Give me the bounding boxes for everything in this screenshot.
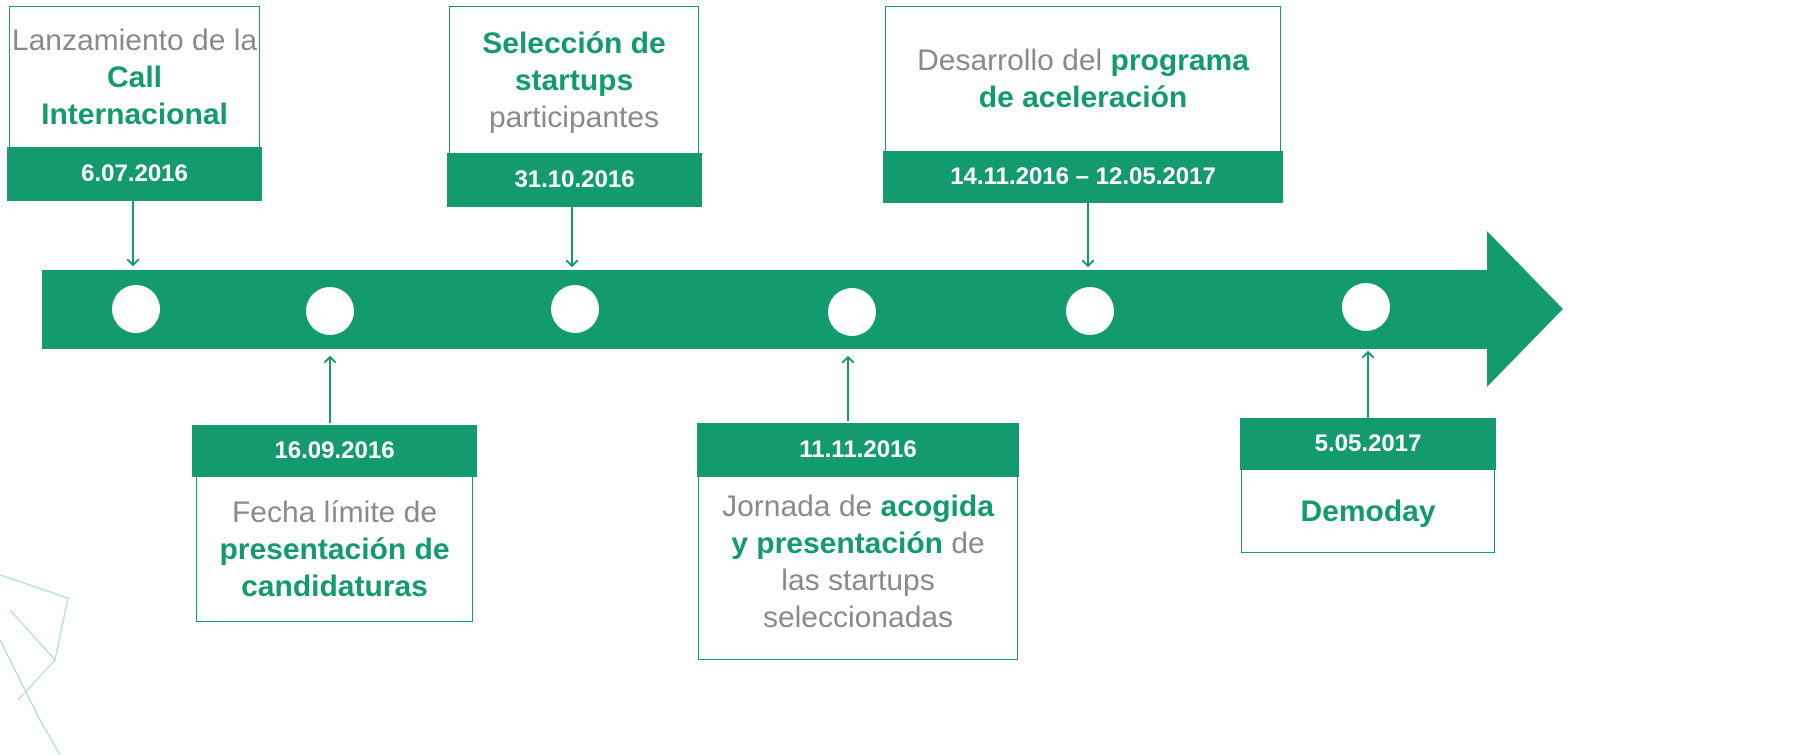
event-highlight-text: Selección de startups (482, 26, 666, 97)
event-description: Desarrollo del programa de aceleración (903, 42, 1263, 116)
event-description: Selección de startups participantes (469, 25, 679, 136)
event-text: Jornada de (722, 490, 881, 523)
event-description-box: Demoday (1241, 469, 1495, 553)
event-text: de las startups seleccionadas (762, 527, 985, 634)
timeline-arrow (42, 231, 1563, 387)
event-highlight-text: programa de aceleración (978, 44, 1249, 114)
event-text: Lanzamiento de la (11, 23, 258, 57)
milestone-dot (828, 288, 876, 336)
event-date-label: 5.05.2017 (1240, 418, 1496, 470)
milestone-dot (551, 285, 599, 333)
milestone-dot (112, 285, 160, 333)
event-description-box: Desarrollo del programa de aceleración (885, 6, 1281, 152)
event-date-label: 31.10.2016 (447, 153, 702, 207)
event-text: Desarrollo del (917, 44, 1111, 77)
milestone-dot (1066, 287, 1114, 335)
event-date-label: 14.11.2016 – 12.05.2017 (883, 151, 1283, 203)
event-description: Jornada de acogida y presentación de las… (716, 488, 1001, 636)
event-date-label: 11.11.2016 (697, 423, 1019, 477)
event-highlight-text: Call Internacional (41, 60, 228, 131)
event-description-box: Lanzamiento de la Call Internacional (9, 6, 260, 148)
event-text: participantes (488, 100, 660, 134)
decorative-corner-lines (0, 574, 69, 755)
event-description: Fecha límite de presentación de candidat… (210, 494, 460, 605)
event-highlight-text: presentación de candidaturas (219, 532, 450, 603)
event-text: Fecha límite de (231, 495, 438, 529)
event-date-label: 16.09.2016 (192, 425, 477, 477)
event-description: Lanzamiento de la Call Internacional (10, 22, 259, 133)
event-highlight-text: Demoday (1300, 494, 1436, 528)
milestone-dot (1342, 283, 1390, 331)
event-description-box: Jornada de acogida y presentación de las… (698, 476, 1018, 660)
event-highlight-text: acogida y presentación (731, 490, 994, 560)
milestone-dot (306, 287, 354, 335)
event-description: Demoday (1300, 493, 1435, 530)
event-description-box: Fecha límite de presentación de candidat… (196, 476, 473, 622)
event-date-label: 6.07.2016 (7, 147, 262, 201)
event-description-box: Selección de startups participantes (449, 6, 699, 154)
